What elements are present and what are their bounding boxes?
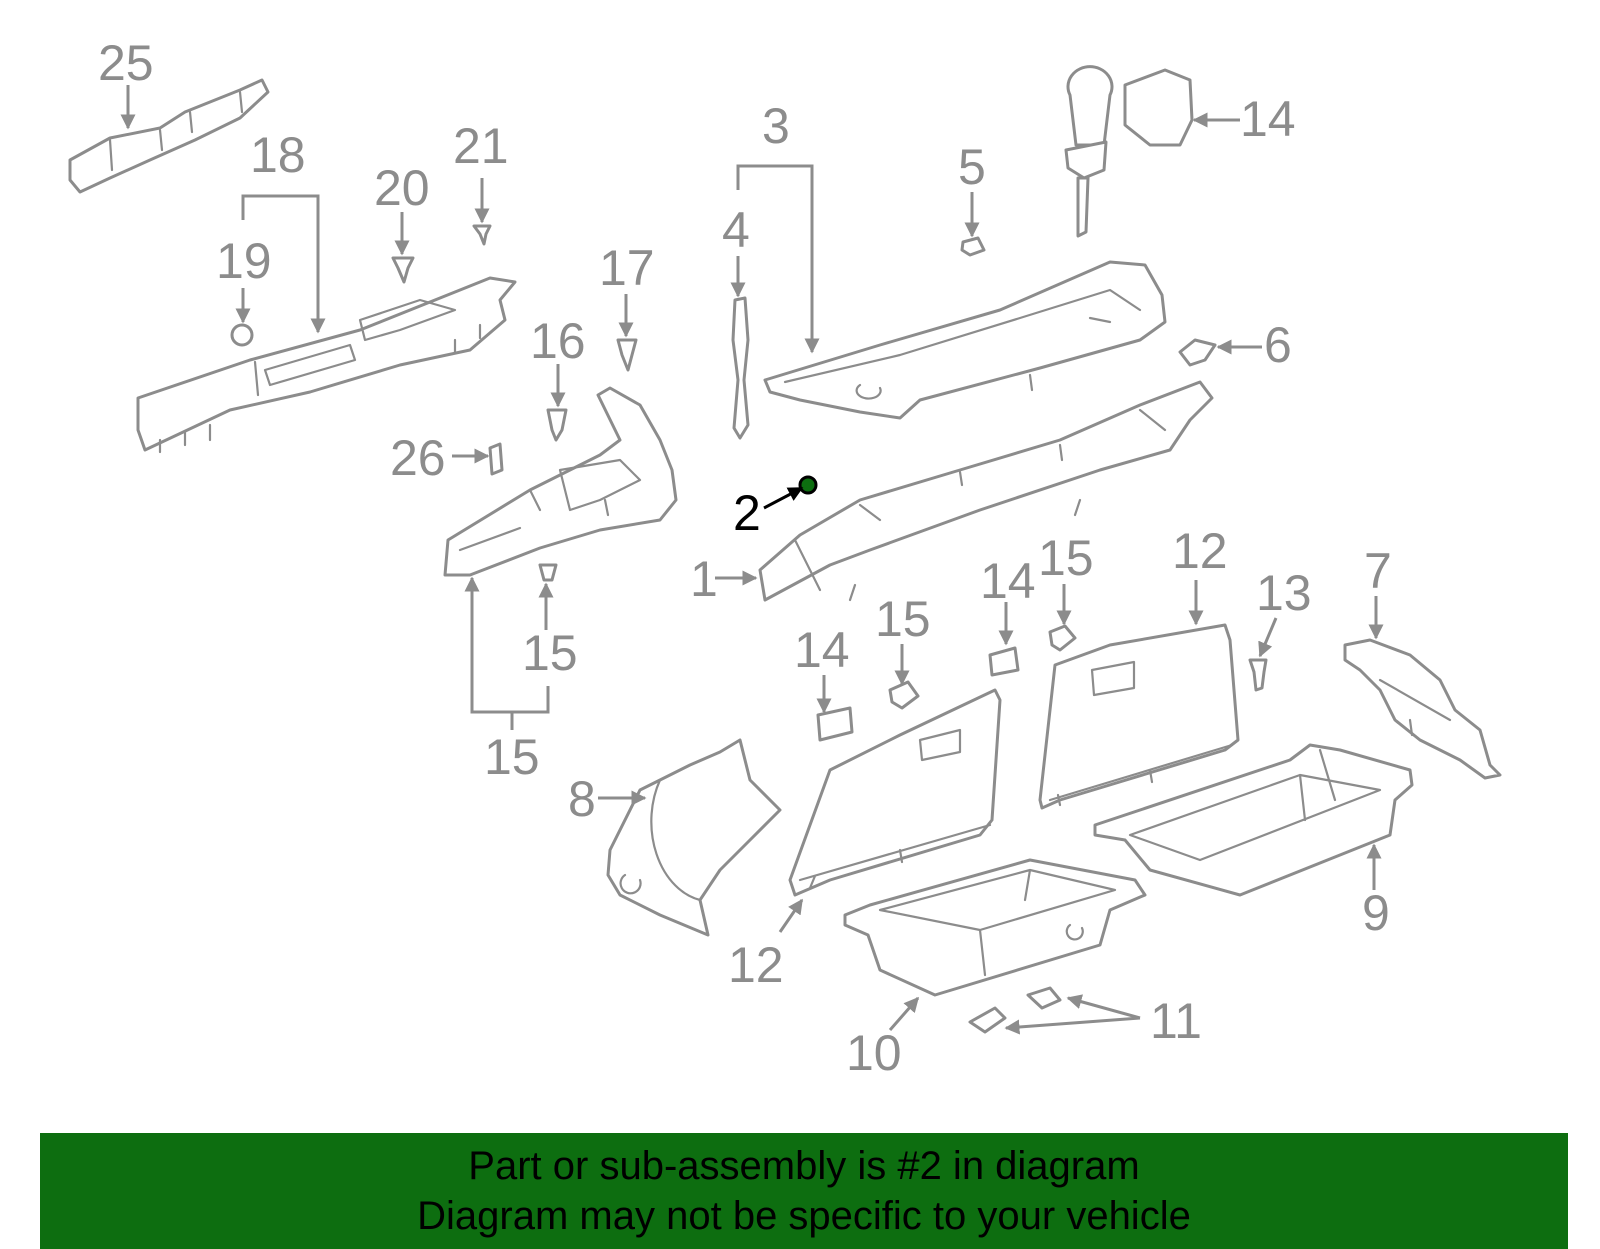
part-11-bracket-a	[1026, 986, 1062, 1010]
info-banner: Part or sub-assembly is #2 in diagram Di…	[40, 1133, 1568, 1249]
part-15-cap-lower	[888, 680, 920, 710]
callout-11: 11	[1150, 993, 1202, 1049]
callout-15-lower: 15	[875, 591, 931, 647]
leader-lines	[120, 85, 1384, 1035]
part-14-clip-upper	[988, 646, 1020, 677]
callout-22: 19	[216, 233, 272, 289]
part-18-clip	[538, 563, 558, 582]
part-11-bracket-b	[968, 1006, 1007, 1034]
callout-2: 2	[733, 485, 761, 541]
callout-7: 7	[1364, 543, 1392, 599]
part-9-right-tray	[1093, 743, 1414, 897]
part-2-highlighted-grommet	[798, 475, 818, 495]
callout-25: 25	[98, 35, 154, 91]
callout-labels: 25 18 19 20 21 17 16 26 15 15 3 4 5 14 6…	[98, 35, 1392, 1081]
callout-26: 26	[390, 430, 446, 486]
part-12-divider-panel-left	[788, 688, 1002, 897]
callout-24: 21	[453, 118, 509, 174]
part-23-clip	[391, 256, 415, 284]
part-8-wheelhouse-trim	[606, 738, 782, 937]
fastener-parts	[230, 224, 1268, 1034]
part-12-divider-panel-right	[1038, 623, 1240, 810]
callout-19: 16	[530, 313, 586, 369]
part-13-clip	[1248, 658, 1268, 692]
part-20-clip	[616, 338, 638, 372]
callout-9: 9	[1362, 885, 1390, 941]
callout-23: 20	[374, 160, 430, 216]
part-24-clip	[472, 224, 492, 246]
callout-15-upper: 15	[1038, 530, 1094, 586]
callout-16: 14	[1240, 91, 1296, 147]
part-14-clip-lower	[816, 706, 854, 742]
part-5-clip	[960, 236, 986, 257]
part-6-bracket	[1178, 338, 1217, 367]
banner-line-disclaimer: Diagram may not be specific to your vehi…	[417, 1194, 1191, 1238]
callout-6: 6	[1264, 317, 1292, 373]
part-10-storage-tray	[843, 858, 1147, 997]
callout-1: 1	[690, 551, 718, 607]
callout-14-upper: 14	[980, 553, 1036, 609]
part-21-rear-panel	[136, 276, 517, 454]
callout-3: 3	[762, 98, 790, 154]
parts-diagram: 25 18 19 20 21 17 16 26 15 15 3 4 5 14 6…	[68, 35, 1502, 1081]
callout-10: 10	[846, 1025, 902, 1081]
part-17-side-rail	[443, 386, 678, 577]
callout-12-upper: 12	[1172, 523, 1228, 579]
callout-18: 15	[522, 625, 578, 681]
part-4-strap	[731, 296, 750, 440]
callout-20: 17	[599, 240, 655, 296]
callout-4: 4	[722, 202, 750, 258]
callout-13: 13	[1256, 565, 1312, 621]
part-16-lock-assembly	[1064, 65, 1194, 238]
callout-14-lower: 14	[794, 622, 850, 678]
callout-12-lower: 12	[728, 937, 784, 993]
callout-8: 8	[568, 771, 596, 827]
part-26-clip	[488, 442, 504, 476]
callout-21: 18	[250, 127, 306, 183]
part-19-clip	[546, 408, 568, 442]
part-22-clip	[230, 323, 254, 347]
callout-5: 5	[958, 139, 986, 195]
part-3-package-tray	[763, 260, 1167, 420]
banner-line-part: Part or sub-assembly is #2 in diagram	[468, 1144, 1140, 1188]
part-25-trim-strip	[68, 78, 270, 194]
part-7-quarter-trim	[1343, 638, 1502, 780]
callout-17: 15	[484, 729, 540, 785]
part-1-lower-rail	[758, 380, 1214, 602]
part-15-cap-upper	[1048, 624, 1077, 652]
